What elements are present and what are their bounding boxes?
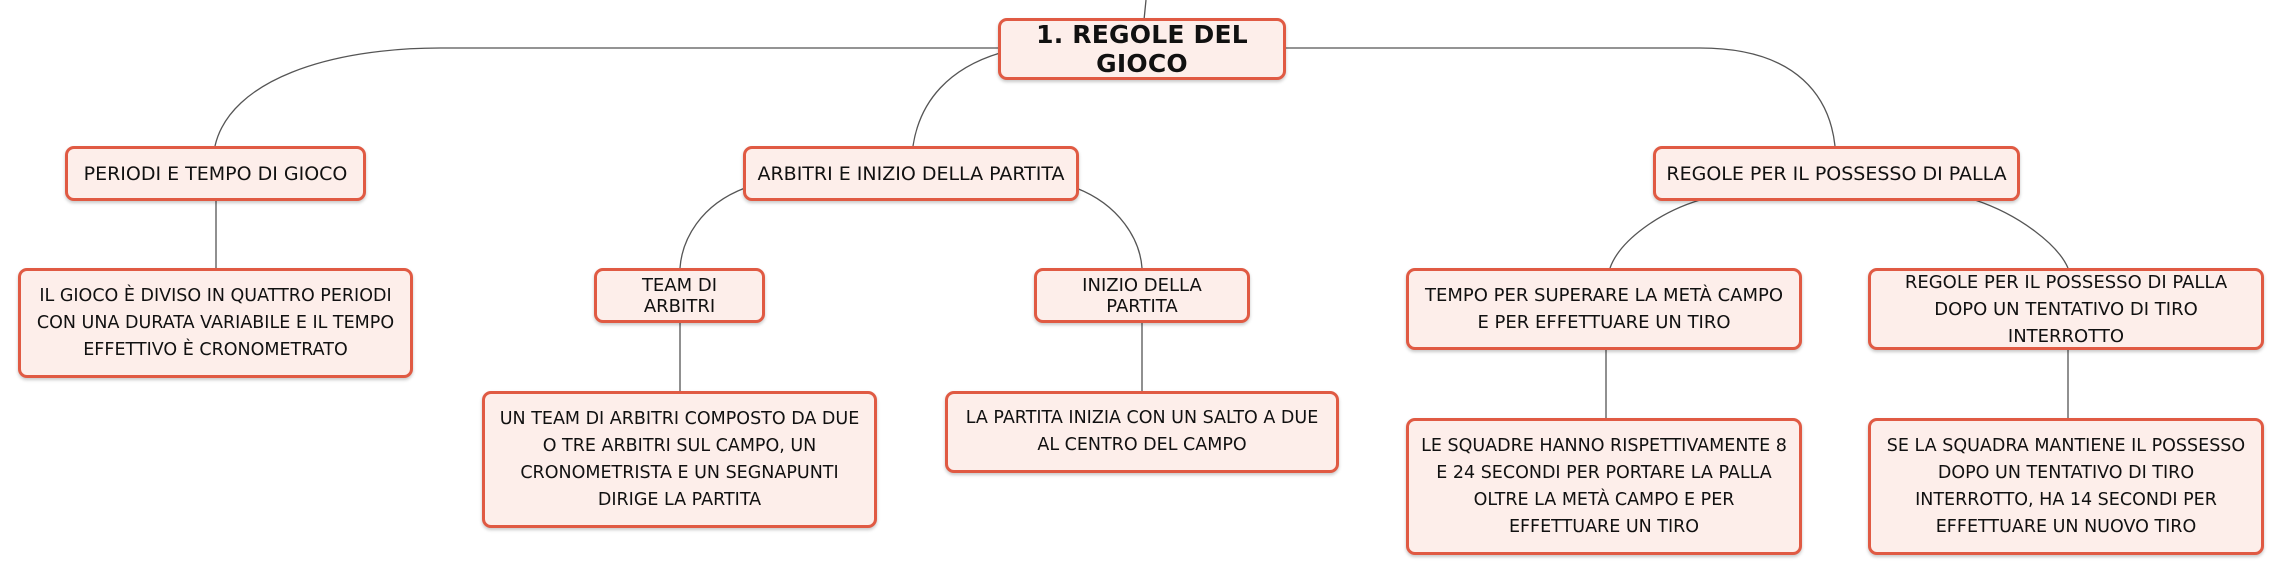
connector-possesso-tempo — [1609, 199, 1701, 269]
subtopic-tiro-interrotto[interactable]: REGOLE PER IL POSSESSO DI PALLA DOPO UN … — [1868, 268, 2264, 350]
connector-root-arbitri — [912, 52, 1001, 147]
subtopic-tiro-interrotto-label: REGOLE PER IL POSSESSO DI PALLA DOPO UN … — [1904, 271, 2228, 347]
root-topic[interactable]: 1. REGOLE DEL GIOCO — [998, 18, 1286, 80]
topic-periodi-label: PERIODI E TEMPO DI GIOCO — [83, 162, 348, 185]
detail-tiro-interrotto[interactable]: SE LA SQUADRA MANTIENE IL POSSESSO DOPO … — [1868, 418, 2264, 555]
root-topic-label: 1. REGOLE DEL GIOCO — [1036, 20, 1248, 78]
detail-tempo-meta-campo[interactable]: LE SQUADRE HANNO RISPETTIVAMENTE 8 E 24 … — [1406, 418, 1802, 555]
subtopic-tempo-meta-campo[interactable]: TEMPO PER SUPERARE LA METÀ CAMPO E PER E… — [1406, 268, 1802, 350]
detail-team-arbitri[interactable]: UN TEAM DI ARBITRI COMPOSTO DA DUE O TRE… — [482, 391, 877, 528]
connector-root-periodi — [214, 47, 1000, 147]
connector-root-possesso — [1285, 47, 1836, 147]
detail-inizio-partita-text: LA PARTITA INIZIA CON UN SALTO A DUE AL … — [965, 408, 1319, 455]
subtopic-inizio-partita[interactable]: INIZIO DELLA PARTITA — [1034, 268, 1250, 323]
subtopic-inizio-partita-label: INIZIO DELLA PARTITA — [1082, 274, 1202, 317]
subtopic-team-arbitri-label: TEAM DI ARBITRI — [641, 274, 718, 317]
topic-periodi[interactable]: PERIODI E TEMPO DI GIOCO — [65, 146, 366, 201]
topic-arbitri-label: ARBITRI E INIZIO DELLA PARTITA — [757, 162, 1065, 185]
connector-possesso-interrotto — [1974, 199, 2069, 269]
topic-possesso-label: REGOLE PER IL POSSESSO DI PALLA — [1666, 162, 2007, 185]
connector-parent-stub — [1143, 0, 1147, 21]
detail-periodi[interactable]: IL GIOCO È DIVISO IN QUATTRO PERIODI CON… — [18, 268, 413, 378]
topic-arbitri[interactable]: ARBITRI E INIZIO DELLA PARTITA — [743, 146, 1079, 201]
topic-possesso[interactable]: REGOLE PER IL POSSESSO DI PALLA — [1653, 146, 2020, 201]
detail-inizio-partita[interactable]: LA PARTITA INIZIA CON UN SALTO A DUE AL … — [945, 391, 1339, 473]
connector-arbitri-team — [679, 187, 746, 269]
subtopic-team-arbitri[interactable]: TEAM DI ARBITRI — [594, 268, 765, 323]
connector-arbitri-inizio — [1075, 187, 1143, 269]
detail-tempo-meta-campo-text: LE SQUADRE HANNO RISPETTIVAMENTE 8 E 24 … — [1421, 435, 1787, 537]
detail-tiro-interrotto-text: SE LA SQUADRA MANTIENE IL POSSESSO DOPO … — [1886, 435, 2246, 537]
detail-team-arbitri-text: UN TEAM DI ARBITRI COMPOSTO DA DUE O TRE… — [499, 408, 860, 510]
subtopic-tempo-meta-campo-label: TEMPO PER SUPERARE LA METÀ CAMPO E PER E… — [1424, 285, 1784, 333]
detail-periodi-text: IL GIOCO È DIVISO IN QUATTRO PERIODI CON… — [36, 285, 395, 360]
